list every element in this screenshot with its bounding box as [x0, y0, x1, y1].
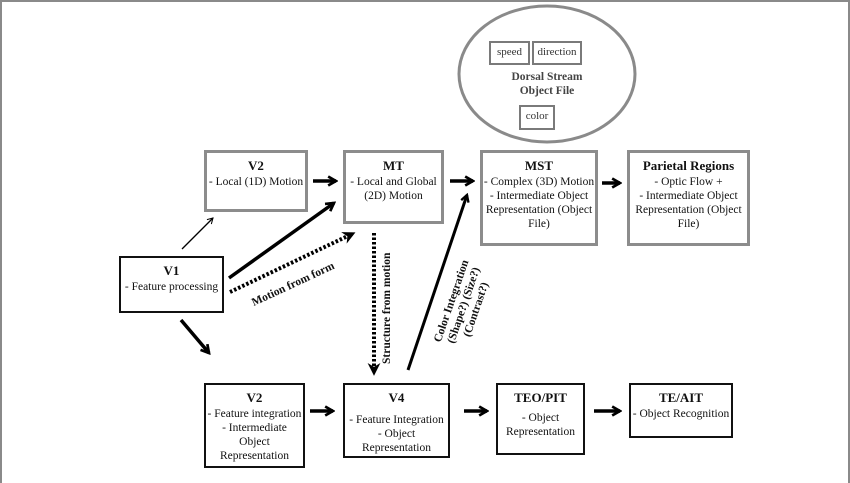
node-mt: MT - Local and Global (2D) Motion: [343, 150, 444, 224]
node-line: - Local (1D) Motion: [208, 176, 304, 188]
node-te-ait: TE/AIT - Object Recognition: [629, 383, 733, 438]
node-line: - Complex (3D) Motion: [483, 176, 595, 188]
node-line: - Local and Global: [350, 176, 437, 188]
feature-box-speed: speed: [489, 41, 530, 65]
node-v2-ventral: V2 - Feature integration - Intermediate …: [204, 383, 305, 468]
node-line: - Intermediate Object: [639, 190, 738, 202]
node-title: MT: [383, 158, 404, 173]
node-parietal: Parietal Regions - Optic Flow + - Interm…: [627, 150, 750, 246]
arrow-v1-to-mt: [227, 203, 334, 280]
node-line: Representation: [220, 450, 289, 462]
node-v4: V4 - Feature Integration - Object Repres…: [343, 383, 450, 458]
feature-box-color: color: [519, 105, 555, 130]
node-title: Parietal Regions: [642, 158, 735, 173]
node-line: - Intermediate Object: [222, 422, 287, 448]
node-mst: MST - Complex (3D) Motion - Intermediate…: [480, 150, 598, 246]
node-line: - Optic Flow +: [654, 176, 723, 188]
node-v1: V1 - Feature processing: [119, 256, 224, 313]
node-line: - Object Recognition: [632, 408, 730, 420]
arrow-v1-to-v2-dorsal: [181, 217, 214, 250]
arrow-motion-from-form: [229, 232, 356, 294]
node-line: File): [677, 218, 700, 230]
node-title: TE/AIT: [658, 390, 704, 405]
node-line: - Feature Integration: [349, 414, 444, 426]
node-title: V4: [388, 390, 405, 405]
node-title: V2: [248, 158, 264, 173]
node-title: TEO/PIT: [514, 390, 567, 405]
dorsal-object-file-label: Dorsal Stream Object File: [492, 70, 602, 98]
node-line: Representation: [506, 426, 575, 438]
node-line: (2D) Motion: [364, 190, 423, 202]
arrow-v4-to-mst: [406, 195, 467, 371]
arrow-v1-to-v2-ventral: [179, 318, 209, 353]
node-line: - Object Representation: [362, 428, 431, 454]
node-line: Representation (Object: [635, 204, 742, 216]
node-line: - Intermediate Object: [489, 190, 589, 202]
dorsal-label-line1: Dorsal Stream: [511, 71, 583, 83]
node-teo-pit: TEO/PIT - Object Representation: [496, 383, 585, 455]
dorsal-object-file-ellipse: [457, 4, 637, 144]
node-title: MST: [524, 158, 554, 173]
node-title: V1: [163, 263, 180, 278]
feature-box-direction: direction: [532, 41, 582, 65]
node-line: - Object: [521, 412, 560, 424]
node-v2-dorsal: V2 - Local (1D) Motion: [204, 150, 308, 212]
dorsal-label-line2: Object File: [519, 85, 575, 97]
node-line: File): [528, 218, 550, 230]
node-line: - Feature integration: [207, 408, 302, 420]
node-line: - Feature processing: [124, 281, 219, 293]
node-title: V2: [246, 390, 263, 405]
node-line: Representation (Object: [485, 204, 593, 216]
label-structure-from-motion: Structure from motion: [381, 252, 393, 364]
